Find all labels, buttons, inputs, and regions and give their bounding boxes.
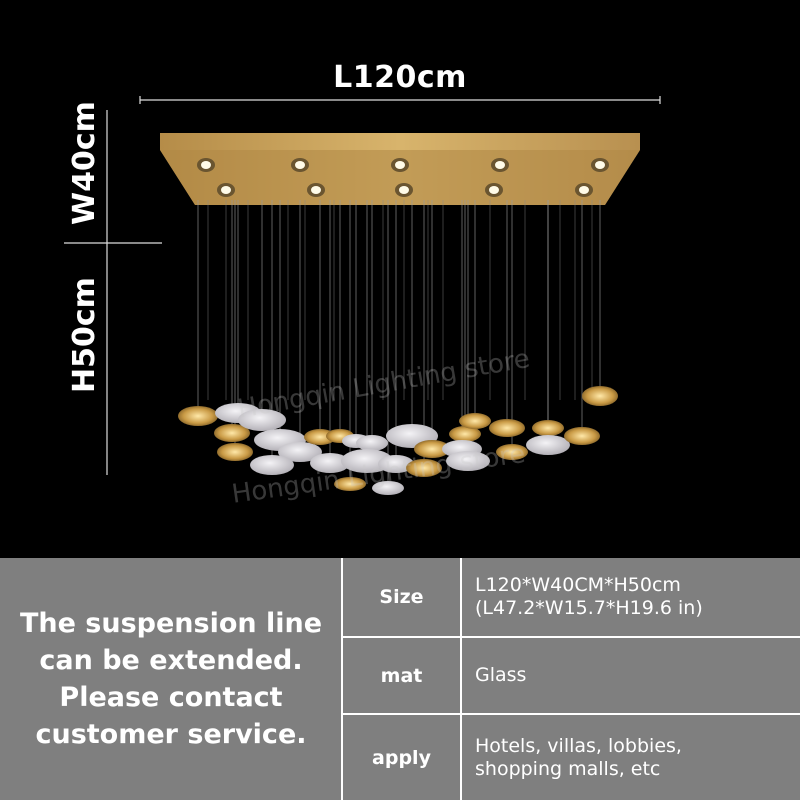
spec-value-line: Glass bbox=[475, 664, 527, 686]
light-glow bbox=[295, 161, 305, 169]
suspension-wires bbox=[197, 200, 601, 481]
gold-pebble-shade bbox=[564, 427, 600, 445]
spec-label-material: mat bbox=[380, 664, 423, 687]
gold-pebble-shade bbox=[217, 443, 253, 461]
gold-pebble-shade bbox=[214, 424, 250, 442]
light-glow bbox=[399, 186, 409, 194]
table-divider bbox=[460, 558, 462, 800]
white-pebble-shade bbox=[238, 409, 286, 431]
spec-label-size: Size bbox=[379, 586, 424, 608]
light-glow bbox=[221, 186, 231, 194]
light-glow bbox=[495, 161, 505, 169]
spec-value-material: Glass bbox=[475, 638, 795, 713]
chandelier-illustration bbox=[64, 96, 661, 495]
gold-pebble-shade bbox=[406, 459, 442, 477]
white-pebble-shade bbox=[372, 481, 404, 495]
spec-value-size: L120*W40CM*H50cm (L47.2*W15.7*H19.6 in) bbox=[475, 558, 795, 636]
spec-value-line: L120*W40CM*H50cm bbox=[475, 574, 681, 596]
table-divider bbox=[341, 636, 800, 638]
light-glow bbox=[489, 186, 499, 194]
spec-label-apply: apply bbox=[372, 746, 431, 769]
product-image: L120cm W40cm H50cm Hongqin Lighting stor… bbox=[64, 60, 661, 510]
light-glow bbox=[201, 161, 211, 169]
gold-pebble-shade bbox=[334, 477, 366, 491]
canopy-lights bbox=[197, 158, 609, 197]
gold-pebble-shade bbox=[414, 440, 450, 458]
extension-note: The suspension line can be extended. Ple… bbox=[19, 608, 323, 750]
gold-pebble-shade bbox=[496, 444, 528, 460]
white-pebble-shade bbox=[310, 453, 350, 473]
table-divider bbox=[341, 713, 800, 715]
spec-value-line: (L47.2*W15.7*H19.6 in) bbox=[475, 597, 703, 619]
spec-panel: The suspension line can be extended. Ple… bbox=[0, 558, 800, 800]
height-label: H50cm bbox=[67, 277, 102, 393]
width-label: W40cm bbox=[67, 101, 102, 225]
white-pebble-shade bbox=[446, 451, 490, 471]
white-pebble-shade bbox=[278, 442, 322, 462]
gold-pebble-shade bbox=[178, 406, 218, 426]
gold-pebble-shade bbox=[449, 426, 481, 442]
pebble-shades bbox=[178, 386, 618, 495]
white-pebble-shade bbox=[526, 435, 570, 455]
spec-value-line: shopping malls, etc bbox=[475, 757, 661, 780]
gold-pebble-shade bbox=[532, 420, 564, 436]
gold-pebble-shade bbox=[489, 419, 525, 437]
table-divider bbox=[341, 558, 343, 800]
light-glow bbox=[595, 161, 605, 169]
light-glow bbox=[311, 186, 321, 194]
white-pebble-shade bbox=[250, 455, 294, 475]
length-label: L120cm bbox=[333, 60, 467, 95]
gold-pebble-shade bbox=[582, 386, 618, 406]
white-pebble-shade bbox=[356, 435, 388, 451]
spec-value-line: Hotels, villas, lobbies, bbox=[475, 734, 682, 757]
gold-pebble-shade bbox=[459, 413, 491, 429]
white-pebble-shade bbox=[378, 455, 414, 473]
light-glow bbox=[579, 186, 589, 194]
light-glow bbox=[395, 161, 405, 169]
spec-value-apply: Hotels, villas, lobbies, shopping malls,… bbox=[475, 715, 795, 800]
